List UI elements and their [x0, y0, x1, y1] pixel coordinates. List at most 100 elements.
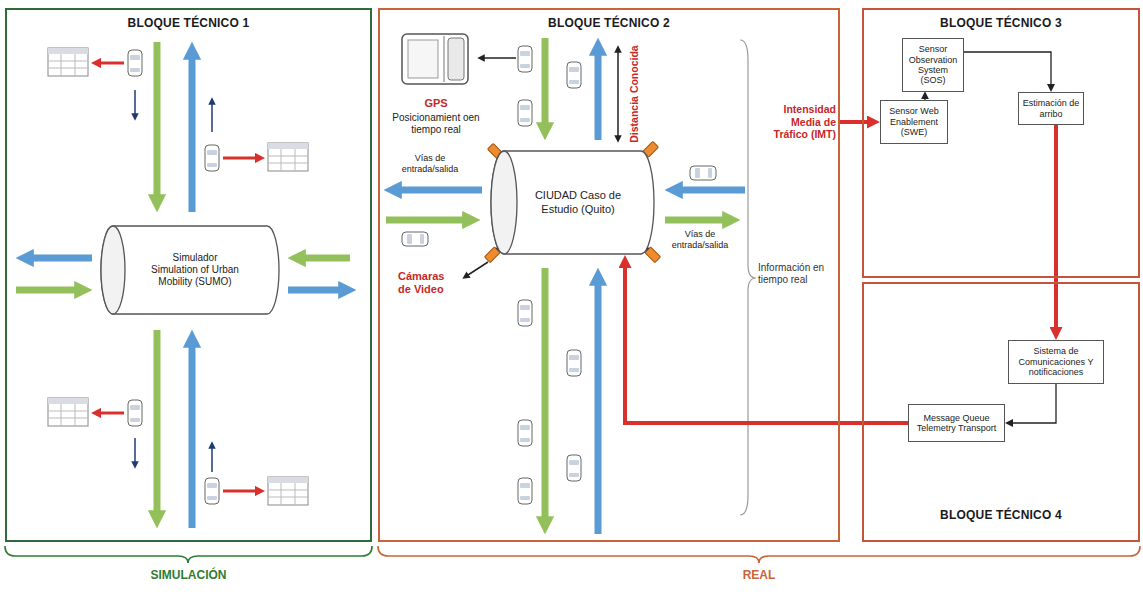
car-icon — [402, 232, 428, 246]
gps-vehicle — [402, 34, 468, 84]
road-arrow — [681, 187, 745, 194]
car-icon — [205, 145, 219, 171]
cylinder-face — [101, 226, 125, 314]
car-icon — [518, 420, 532, 446]
data-file-icon — [268, 477, 308, 483]
data-file-icon — [48, 398, 88, 426]
car-icon — [520, 64, 530, 68]
gps-vehicle — [402, 34, 468, 84]
car-icon — [518, 46, 532, 72]
road-arrow — [542, 268, 549, 518]
section-label: SIMULACIÓN — [5, 568, 372, 582]
data-file-icon — [268, 149, 308, 171]
data-file-icon — [48, 48, 88, 54]
cylinder-face — [491, 151, 517, 254]
leader-line — [468, 262, 488, 275]
motion-arrow — [134, 438, 136, 462]
distance-arrow — [617, 52, 619, 136]
flow-arrow — [1054, 125, 1058, 332]
car-icon — [567, 350, 581, 376]
cylinder-body — [491, 151, 654, 254]
car-icon — [695, 168, 700, 178]
data-file-icon — [268, 143, 308, 149]
data-file-icon — [48, 48, 88, 76]
road-arrow — [665, 217, 724, 224]
distance-arrow — [617, 52, 619, 136]
motion-arrow — [211, 448, 213, 472]
flow-arrow — [1010, 384, 1056, 423]
road-arrow — [189, 58, 196, 212]
simulator-cylinder: Simulador Simulation of Urban Mobility (… — [100, 225, 280, 315]
note-label: Información en tiempo real — [758, 262, 838, 286]
car-icon — [207, 496, 217, 500]
car-icon — [518, 478, 532, 504]
car-icon — [518, 478, 532, 504]
data-file-icon — [48, 48, 308, 505]
motion-arrow — [211, 104, 213, 132]
process-box: Sistema de Comunicaciones Y notificacion… — [1008, 340, 1104, 384]
flow-arrow — [625, 263, 908, 423]
record-arrow — [223, 490, 256, 493]
process-box: Sensor Web Enablement (SWE) — [880, 100, 948, 144]
section-bracket — [5, 546, 1140, 563]
car-icon — [520, 496, 530, 500]
road-arrow — [386, 217, 464, 224]
data-file-icon — [268, 477, 308, 505]
car-icon — [567, 62, 581, 88]
car-icon — [520, 305, 530, 310]
data-file-icon — [48, 398, 88, 426]
road-arrow — [542, 38, 549, 124]
position-arrow — [484, 57, 516, 59]
car-icon — [518, 100, 532, 126]
car-icon — [130, 405, 140, 410]
leader-line — [468, 262, 488, 275]
device-caption: Posicionamient oen tiempo real — [383, 112, 489, 136]
data-file-icon — [268, 143, 308, 171]
car-icon — [567, 455, 581, 481]
car-icon — [520, 51, 530, 56]
car-icon — [128, 50, 142, 76]
car-icon — [690, 166, 716, 180]
car-icon — [518, 420, 532, 446]
car-icon — [520, 318, 530, 322]
data-file-icon — [48, 48, 88, 76]
node-text: Sensor Observation System (SOS) — [906, 44, 960, 85]
car-icon — [520, 105, 530, 110]
car-icon — [205, 478, 219, 504]
gps-vehicle — [448, 38, 464, 80]
car-icon — [690, 166, 716, 180]
section-bracket — [5, 546, 372, 563]
section-label: REAL — [378, 568, 1140, 582]
record-arrow — [223, 157, 256, 160]
car-icon — [128, 50, 142, 76]
car-icon — [569, 473, 579, 477]
car-icon — [130, 55, 140, 60]
data-file-icon — [48, 398, 88, 404]
car-icon — [520, 118, 530, 122]
node-text: Sistema de Comunicaciones Y notificacion… — [1012, 346, 1100, 377]
data-file-icon — [48, 404, 88, 426]
car-icon — [407, 234, 412, 244]
data-file-icon — [268, 143, 308, 171]
car-icon — [520, 425, 530, 430]
car-icon — [207, 150, 217, 155]
record-arrow — [100, 412, 124, 415]
car-icon — [520, 438, 530, 442]
road-arrow — [595, 284, 602, 534]
node-text: Simulador Simulation of Urban Mobility (… — [148, 252, 242, 288]
block-heading: BLOQUE TÉCNICO 2 — [380, 16, 838, 30]
data-file-icon — [268, 483, 308, 505]
block-heading: BLOQUE TÉCNICO 4 — [864, 508, 1138, 522]
edge-label: Intensidad Media de Tráfico (IMT) — [754, 103, 836, 141]
data-file-icon — [268, 477, 308, 505]
road-arrow — [595, 54, 602, 140]
camera-icon — [485, 142, 661, 263]
node-text: CIUDAD Caso de Estudio (Quito) — [532, 189, 624, 215]
car-icon — [130, 68, 140, 72]
car-icon — [567, 62, 581, 88]
car-icon — [130, 418, 140, 422]
flow-arrow — [840, 120, 872, 124]
road-arrow — [16, 42, 350, 528]
car-icon — [520, 483, 530, 488]
